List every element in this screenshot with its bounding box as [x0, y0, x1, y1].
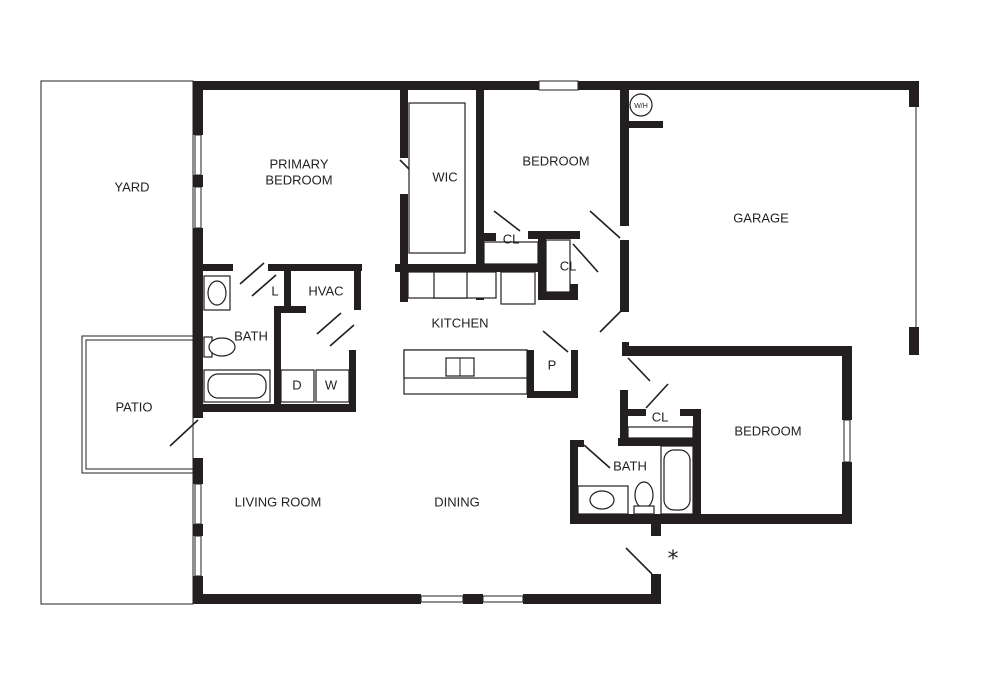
dryer-label: D [292, 377, 301, 392]
pantry-label: P [548, 357, 557, 372]
yard-area [40, 80, 194, 605]
dining-label: DINING [434, 494, 480, 509]
water-heater-label: W/H [634, 103, 648, 110]
sink-icon [577, 485, 629, 515]
bath-left-label: BATH [234, 328, 268, 343]
kitchen-island [403, 349, 528, 395]
patio-area [81, 335, 193, 474]
bedroom-top-label: BEDROOM [522, 153, 589, 168]
primary-bedroom-label-line1: PRIMARY [270, 156, 329, 171]
bedroom-bottom-label: BEDROOM [734, 423, 801, 438]
living-room-label: LIVING ROOM [235, 494, 322, 509]
patio-label: PATIO [115, 399, 152, 414]
wic-label: WIC [432, 169, 457, 184]
water-heater-icon [629, 93, 653, 117]
primary-bedroom-label-line2: BEDROOM [265, 172, 332, 187]
kitchen-label: KITCHEN [431, 315, 488, 330]
toilet-icon [633, 481, 655, 515]
yard-label: YARD [114, 179, 149, 194]
entry-marker-icon: * [668, 547, 679, 572]
laundry-closet-label: L [271, 283, 278, 298]
closet-label: CL [560, 258, 577, 273]
dryer-icon [280, 369, 315, 403]
garage-label: GARAGE [733, 210, 789, 225]
washer-label: W [325, 377, 338, 392]
fridge-icon [500, 271, 536, 305]
sink-icon [203, 275, 231, 311]
hvac-label: HVAC [308, 283, 343, 298]
room-labels: YARD PATIO PRIMARY BEDROOM WIC BEDROOM G… [114, 103, 801, 572]
closet-label: CL [503, 231, 520, 246]
bath-right-label: BATH [613, 458, 647, 473]
fixtures [203, 93, 694, 515]
interior-walls [203, 90, 701, 524]
closet-label: CL [652, 409, 669, 424]
bathtub-icon [203, 369, 271, 403]
exterior-walls [193, 80, 919, 604]
bathtub-icon [660, 445, 694, 515]
washer-icon [315, 369, 350, 403]
toilet-icon [203, 336, 236, 358]
